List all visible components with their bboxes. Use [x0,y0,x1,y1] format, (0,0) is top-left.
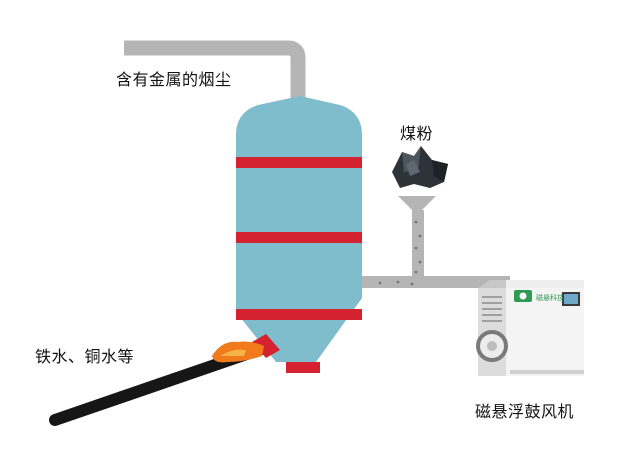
blower-label: 磁悬浮鼓风机 [475,402,575,421]
furnace-band-middle [236,232,362,243]
furnace-body [236,96,362,362]
coal-pipe-dots [414,220,422,274]
air-duct-dots [378,280,414,286]
coal-feed-pipe [412,210,424,282]
molten-metal-highlight [220,349,246,356]
dust-outlet-pipe [124,40,306,100]
molten-metal-label: 铁水、铜水等 [35,347,135,366]
furnace-band-bottom [236,309,362,320]
blower-brand-badge: 磁悬科技 [536,293,564,302]
dust-label: 含有金属的烟尘 [116,70,232,89]
coal-lump-icon [392,146,448,188]
furnace-band-top [236,157,362,168]
coal-powder-label: 煤粉 [400,124,434,143]
coal-funnel [398,196,436,210]
furnace-bottom-outlet [286,362,320,373]
tap-hole [252,334,280,358]
maglev-blower-icon [476,280,584,376]
air-duct [360,276,510,288]
